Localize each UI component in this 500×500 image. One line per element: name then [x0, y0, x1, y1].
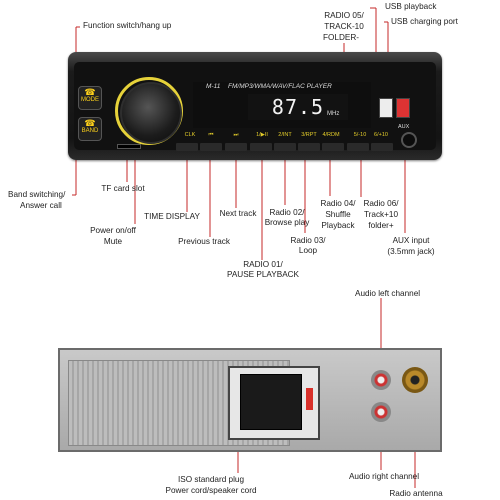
label-tf-card: TF card slot: [101, 184, 145, 193]
tf-card-slot[interactable]: [117, 144, 141, 149]
label-power-line1: Power on/off: [90, 226, 136, 235]
mode-button[interactable]: ☎ MODE: [78, 86, 102, 110]
label-band-line2: Answer call: [20, 201, 62, 210]
label-radio03-line1: Radio 03/: [290, 236, 326, 245]
prev-track-button[interactable]: [200, 143, 222, 151]
label-usb-playback: USB playback: [385, 2, 437, 11]
label-iso-line1: ISO standard plug: [178, 475, 244, 484]
next-track-button[interactable]: [225, 143, 247, 151]
btn3-label: 3/RPT: [301, 132, 317, 138]
label-usb-charging: USB charging port: [391, 17, 458, 26]
usb-playback-port[interactable]: [379, 98, 393, 118]
label-aux-line2: (3.5mm jack): [387, 247, 435, 256]
btn2-label: 2/INT: [278, 132, 292, 138]
btn1-label: 1/▶II: [256, 132, 268, 138]
band-button-label: BAND: [81, 128, 99, 134]
btn6-label: 6/+10: [374, 132, 388, 138]
aux-label: AUX: [398, 124, 410, 130]
label-radio05-line2: TRACK-10: [324, 22, 364, 31]
label-radio06-line1: Radio 06/: [363, 199, 399, 208]
radio3-button[interactable]: [298, 143, 320, 151]
label-radio04-line1: Radio 04/: [320, 199, 356, 208]
label-radio03-line2: Loop: [298, 246, 318, 255]
hangup-icon: ☎: [84, 118, 96, 128]
label-next-track: Next track: [219, 209, 257, 218]
btn5-label: 5/-10: [353, 132, 367, 138]
radio4-button[interactable]: [322, 143, 344, 151]
rca-left-jack[interactable]: [371, 370, 391, 390]
phone-icon: ☎: [84, 87, 96, 97]
antenna-jack[interactable]: [402, 367, 428, 393]
model-text: M-11: [206, 83, 221, 90]
btn4-label: 4/RDM: [322, 132, 340, 138]
label-radio06-line3: folder+: [368, 221, 394, 230]
aux-jack[interactable]: [401, 132, 417, 148]
label-radio01-line2: PAUSE PLAYBACK: [226, 270, 300, 279]
label-radio04-line2: Shuffle: [325, 210, 351, 219]
radio2-button[interactable]: [274, 143, 296, 151]
label-radio04-line3: Playback: [321, 221, 355, 230]
label-radio05-line1: RADIO 05/: [324, 11, 364, 20]
radio5-button[interactable]: [347, 143, 369, 151]
label-radio02-line1: Radio 02/: [269, 208, 305, 217]
mode-button-label: MODE: [81, 97, 99, 103]
radio1-button[interactable]: [250, 143, 272, 151]
player-text: FM/MP3/WMA/WAV/FLAC PLAYER: [228, 83, 332, 90]
label-function-switch: Function switch/hang up: [83, 21, 172, 30]
volume-knob[interactable]: [120, 82, 182, 144]
label-radio06-line2: Track+10: [363, 210, 399, 219]
clk-button[interactable]: [176, 143, 198, 151]
fuse: [306, 388, 313, 410]
iso-connector[interactable]: [240, 374, 302, 430]
label-audio-left: Audio left channel: [355, 289, 421, 298]
label-previous-track: Previous track: [178, 237, 230, 246]
label-radio02-line2: Browse play: [264, 218, 310, 227]
usb-charging-port[interactable]: [396, 98, 410, 118]
label-iso-line2: Power cord/speaker cord: [165, 486, 257, 495]
frequency-display: 87.5: [248, 94, 348, 120]
label-aux-line1: AUX input: [392, 236, 430, 245]
band-button[interactable]: ☎ BAND: [78, 117, 102, 141]
rca-right-jack[interactable]: [371, 402, 391, 422]
frequency-unit: MHz: [327, 111, 340, 117]
label-radio01-line1: RADIO 01/: [243, 260, 283, 269]
prev-track-button-label: ⏮: [208, 132, 214, 138]
label-time-display: TIME DISPLAY: [144, 212, 200, 221]
radio6-button[interactable]: [371, 143, 393, 151]
label-antenna: Radio antenna: [389, 489, 443, 498]
next-track-button-label: ⏭: [233, 132, 239, 138]
label-audio-right: Audio right channel: [348, 472, 420, 481]
label-radio05-line3: FOLDER-: [323, 33, 359, 42]
label-power-line2: Mute: [103, 237, 123, 246]
clk-button-label: CLK: [184, 132, 196, 138]
label-band-line1: Band switching/: [8, 190, 66, 199]
